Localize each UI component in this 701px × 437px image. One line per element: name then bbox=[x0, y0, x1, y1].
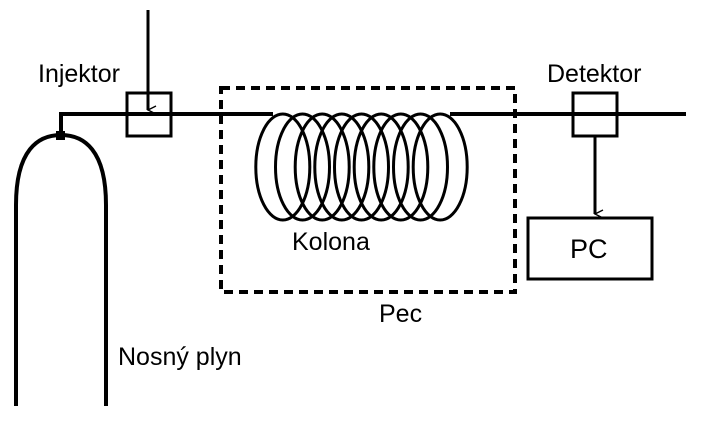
coil-loop bbox=[392, 112, 449, 222]
coil-loop bbox=[293, 112, 351, 222]
coil-loop bbox=[313, 112, 371, 222]
cylinder-valve bbox=[56, 131, 65, 140]
oven-label: Pec bbox=[379, 300, 422, 328]
injector-label: Injektor bbox=[38, 60, 120, 88]
gas-cylinder bbox=[14, 132, 108, 406]
pc-label: PC bbox=[570, 234, 608, 264]
pc-box bbox=[526, 216, 654, 281]
coil-loop bbox=[254, 112, 312, 222]
column-coil bbox=[254, 112, 469, 222]
coil-loop bbox=[333, 112, 390, 222]
carrier-gas-label: Nosný plyn bbox=[118, 343, 242, 371]
column-label: Kolona bbox=[292, 228, 370, 256]
carrier-gas-line bbox=[59, 112, 273, 131]
coil-loop bbox=[352, 112, 410, 222]
detector-label: Detektor bbox=[547, 60, 641, 88]
coil-loop bbox=[411, 112, 469, 222]
injector-box bbox=[125, 91, 173, 138]
coil-loop bbox=[274, 112, 331, 222]
oven-box bbox=[219, 86, 517, 294]
coil-loop bbox=[372, 112, 430, 222]
